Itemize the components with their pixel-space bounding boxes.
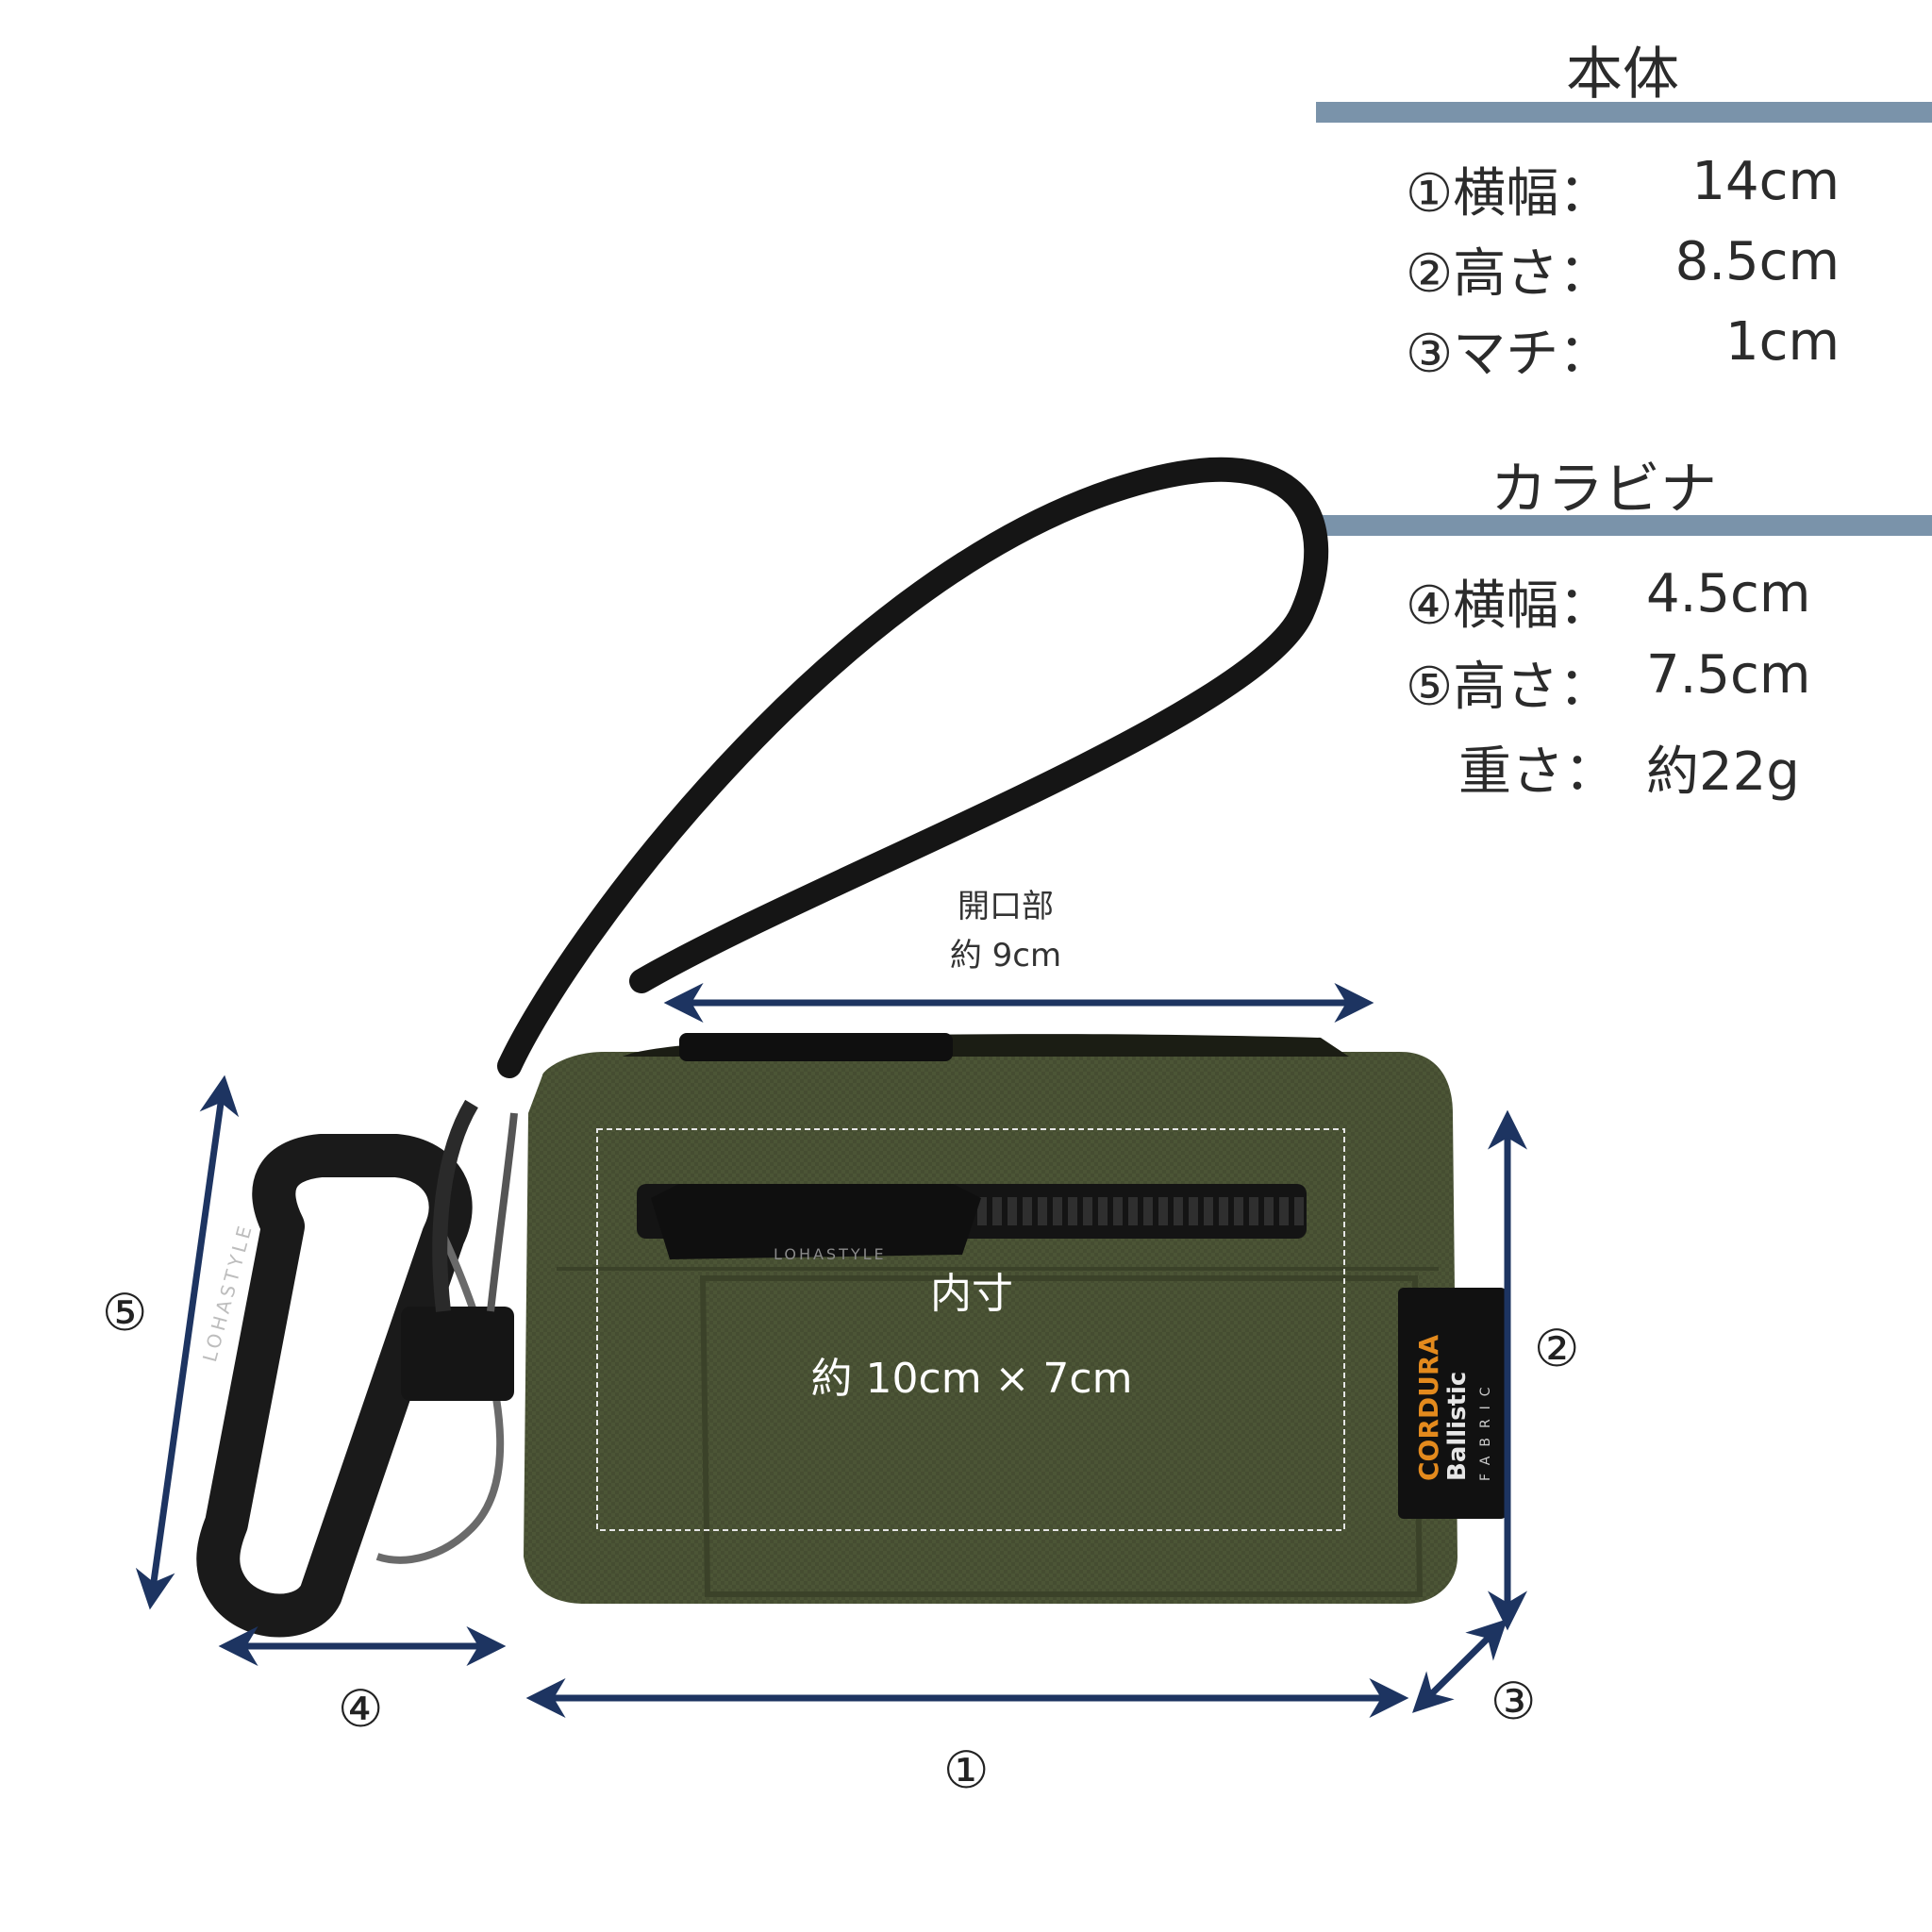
zipper-pull [651,1184,981,1259]
marker-4: ④ [338,1679,384,1739]
opening-label-line1: 開口部 [958,888,1054,925]
body-spec-title: 本体 [1566,42,1679,108]
tag-line-ballistic: Ballistic [1443,1371,1472,1481]
arrow-carabiner-height [135,1074,240,1610]
zipper-brand-text: LOHASTYLE [774,1245,887,1263]
spec-value: 4.5cm [1646,563,1811,625]
tag-line-cordura: CORDURA [1413,1334,1444,1481]
spec-value: 約22g [1646,741,1800,803]
spec-label: ②高さ： [1406,243,1612,305]
carabiner-spec-row-width: ④横幅： 4.5cm [1406,563,1840,637]
body-spec-row-height: ②高さ： 8.5cm [1406,231,1840,305]
top-zipper-pull [679,1033,953,1061]
spec-value: 7.5cm [1646,644,1811,706]
carabiner-spec-title: カラビナ [1491,457,1717,523]
tag-line-fabric: FABRIC [1478,1377,1493,1481]
spec-value: 14cm [1691,151,1840,212]
body-spec-row-width: ①横幅： 14cm [1406,151,1840,225]
carabiner-spec-bar [1316,515,1932,536]
wrist-strap [497,457,1329,1078]
opening-label-line2: 約 9cm [949,937,1062,974]
spec-label: ⑤高さ： [1406,657,1612,718]
marker-2: ② [1534,1319,1580,1378]
cordura-tag [1398,1288,1507,1519]
spec-value: 1cm [1725,311,1840,373]
spec-label: ①横幅： [1406,163,1612,225]
body-spec-row-depth: ③マチ： 1cm [1406,311,1840,385]
inner-dimension-box [596,1128,1345,1531]
pouch-body [524,1033,1457,1604]
spec-value: 8.5cm [1674,231,1840,292]
marker-1: ① [943,1740,990,1800]
arrow-depth [1412,1619,1507,1713]
inner-label-line1: 内寸 [930,1270,1013,1318]
inner-label-line2: 約 10cm × 7cm [810,1355,1133,1403]
body-spec-bar [1316,102,1932,123]
marker-3: ③ [1491,1672,1537,1731]
carabiner-spec-row-height: ⑤高さ： 7.5cm [1406,644,1840,718]
short-strap [401,1307,514,1401]
cordura-tag-text: CORDURA Ballistic FABRIC [1413,1334,1500,1481]
spec-label: ④横幅： [1406,575,1612,637]
spec-label: ③マチ： [1406,324,1612,385]
spec-label: 重さ： [1406,741,1617,803]
carabiner-spec-row-weight: 重さ： 約22g [1406,729,1840,803]
opening-label: 開口部 約 9cm [911,882,1100,980]
marker-5: ⑤ [102,1283,148,1342]
